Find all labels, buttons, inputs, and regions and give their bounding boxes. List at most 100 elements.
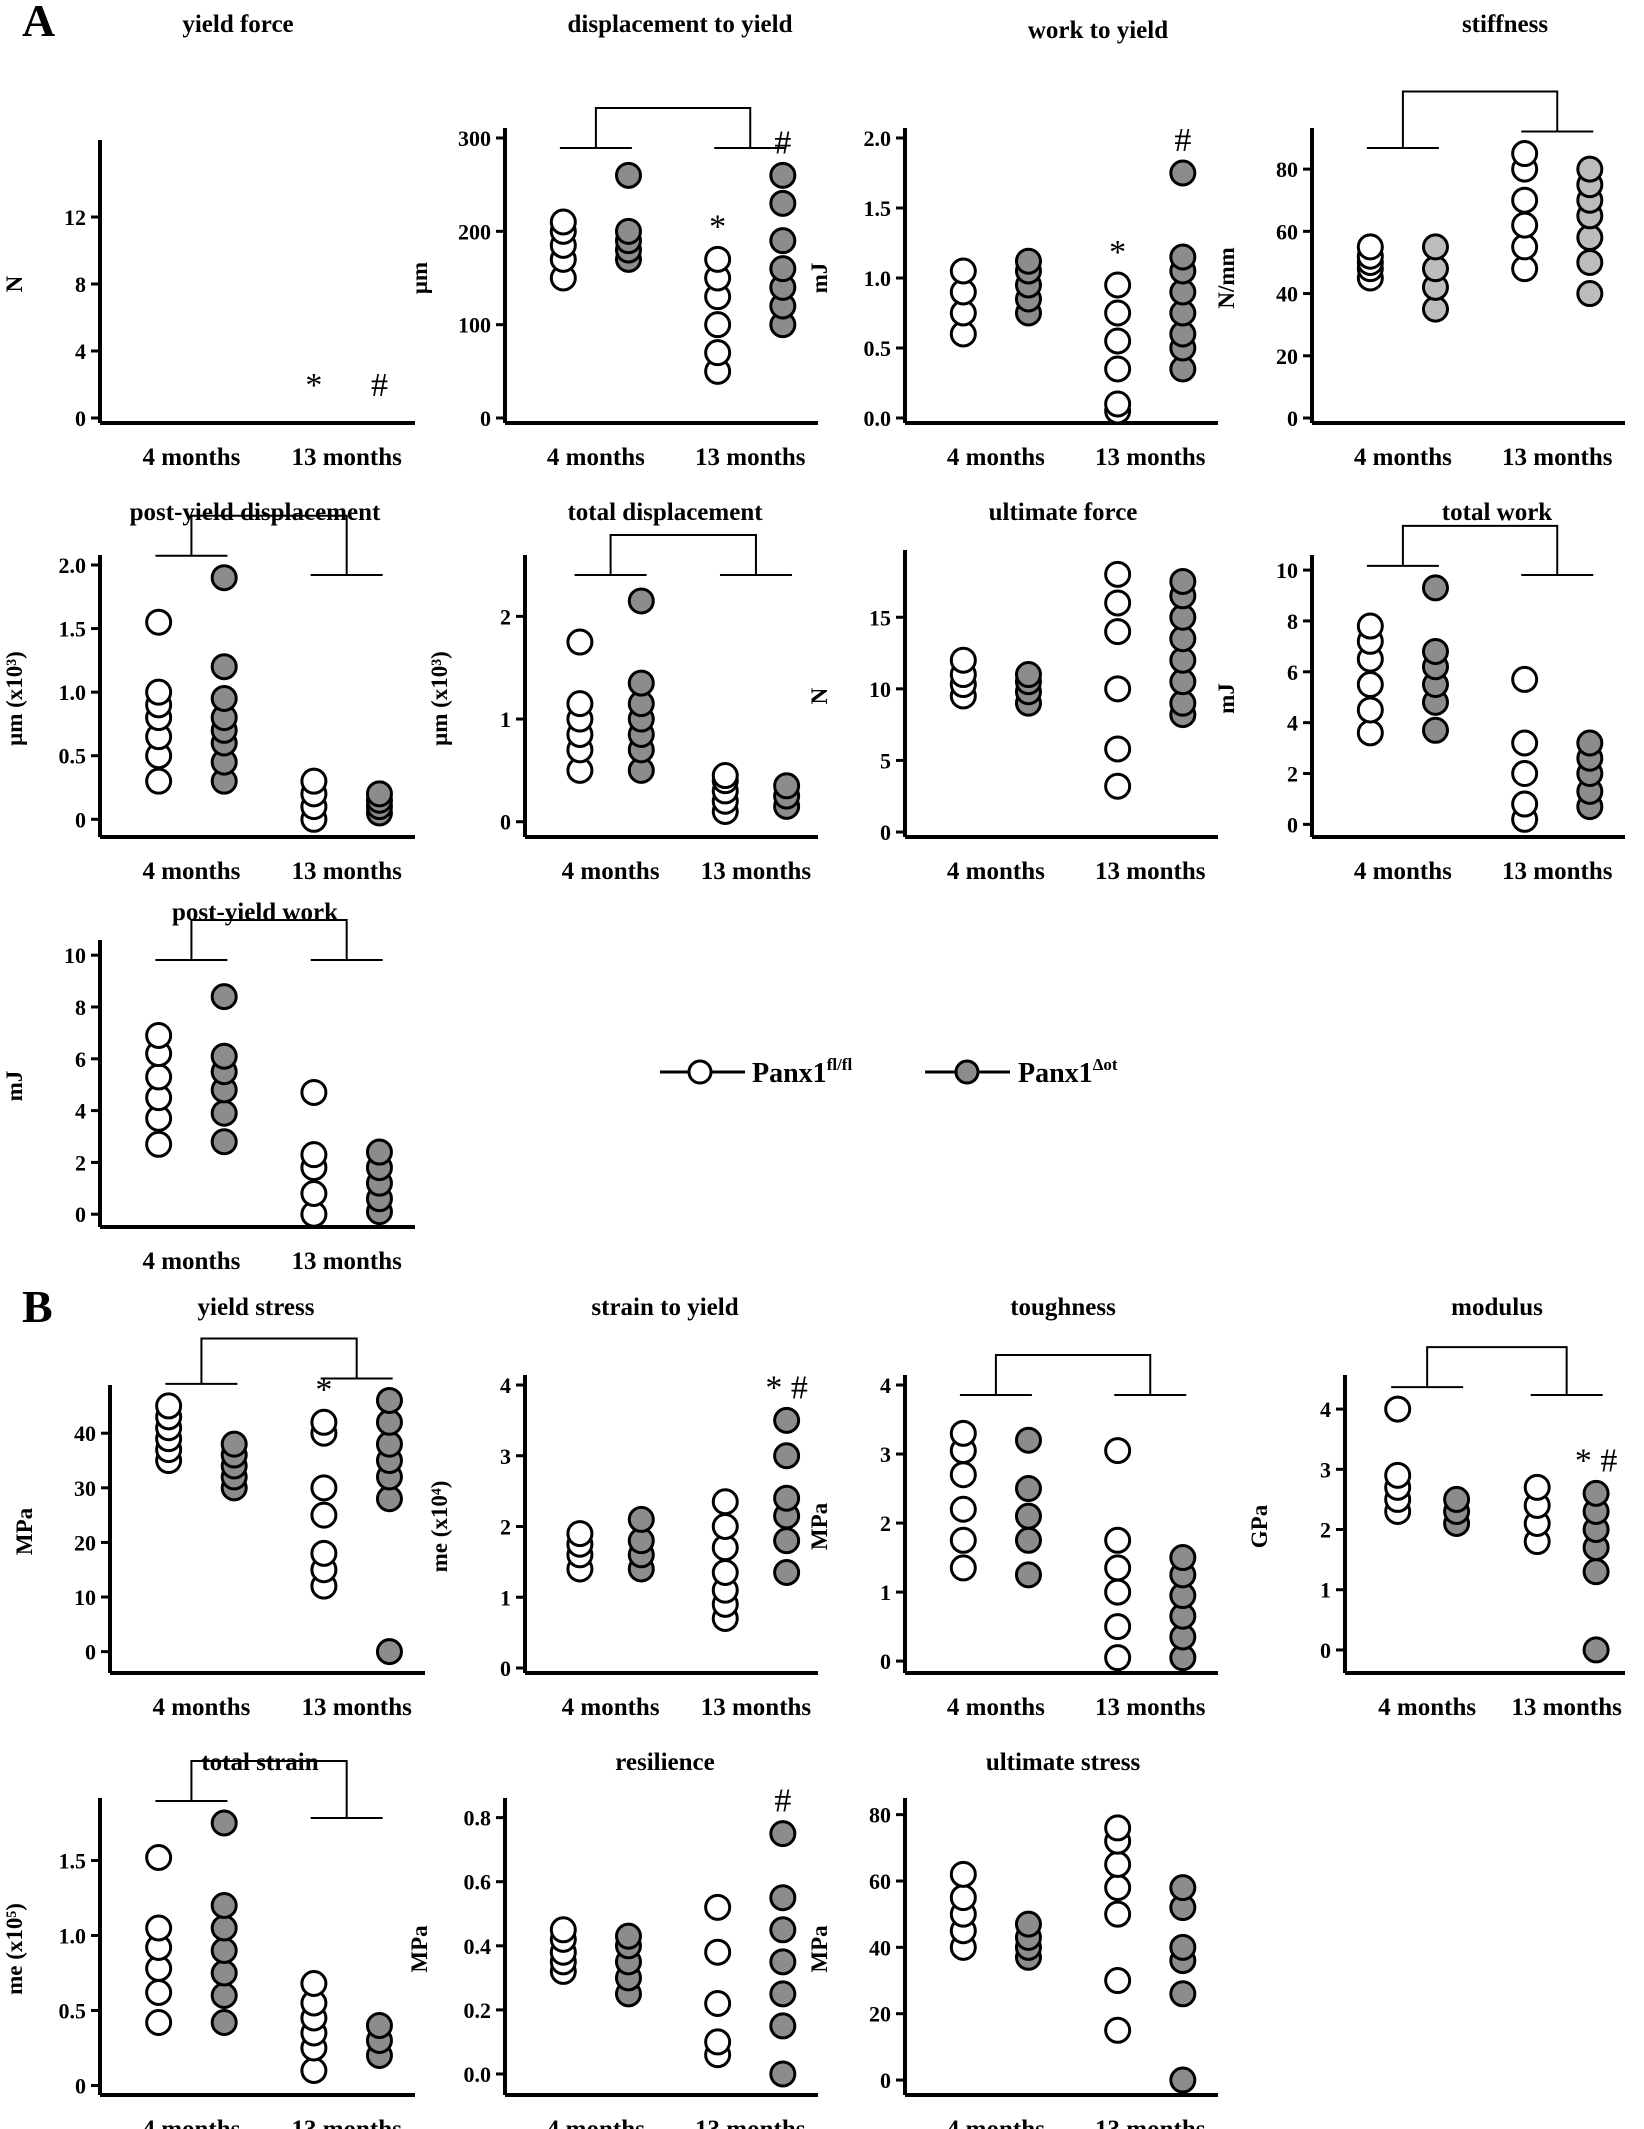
x-category-label: 4 months	[947, 444, 1045, 471]
significance-mark: *	[305, 367, 322, 404]
x-category-label: 13 months	[695, 2116, 806, 2129]
data-point-dot	[769, 161, 797, 189]
data-point-fl	[711, 1488, 739, 1516]
data-point-fl	[566, 1520, 594, 1548]
data-point-dot	[1014, 1502, 1042, 1530]
chart-title: ultimate stress	[986, 1749, 1141, 1776]
data-point-dot	[1576, 280, 1604, 308]
y-tick-label: 6	[1287, 660, 1298, 685]
data-point-fl	[145, 2009, 173, 2036]
data-point-fl	[1356, 612, 1384, 640]
data-point-dot	[769, 2060, 797, 2088]
y-axis-label: μm (x10³)	[2, 651, 27, 746]
data-point-dot	[769, 227, 797, 255]
data-point-fl	[1384, 1461, 1412, 1489]
y-tick-label: 12	[64, 205, 86, 230]
data-point-dot	[1169, 1933, 1197, 1961]
x-category-label: 13 months	[1095, 858, 1206, 885]
y-tick-label: 20	[869, 2002, 891, 2027]
data-point-fl	[145, 1844, 173, 1871]
data-point-dot	[1421, 233, 1449, 261]
significance-mark: * #	[1575, 1442, 1618, 1479]
y-tick-label: 0.2	[464, 1998, 492, 2023]
y-tick-label: 0	[75, 2074, 86, 2099]
data-point-dot	[627, 587, 655, 615]
y-tick-label: 0.0	[864, 406, 892, 431]
data-point-fl	[1511, 665, 1539, 693]
data-point-fl	[300, 1078, 328, 1106]
data-point-dot	[769, 2012, 797, 2040]
legend: Panx1fl/fl Panx1Δot	[660, 1055, 1118, 1089]
data-point-fl	[704, 245, 732, 273]
data-point-dot	[773, 1527, 801, 1555]
y-axis-label: GPa	[1247, 1504, 1272, 1548]
data-point-fl	[310, 1474, 338, 1502]
data-point-fl	[949, 1461, 977, 1489]
x-category-label: 4 months	[142, 1248, 240, 1275]
data-point-fl	[1104, 1900, 1132, 1928]
data-point-fl	[711, 762, 739, 790]
data-point-dot	[210, 564, 238, 592]
data-point-dot	[627, 1505, 655, 1533]
x-category-label: 13 months	[1511, 1694, 1622, 1721]
data-point-dot	[1014, 1526, 1042, 1554]
significance-mark: *	[1109, 234, 1126, 271]
data-point-fl	[1104, 560, 1132, 588]
data-point-fl	[711, 1513, 739, 1540]
y-tick-label: 2.0	[864, 126, 892, 151]
data-point-fl	[949, 646, 977, 674]
data-point-dot	[627, 669, 655, 697]
data-point-fl	[300, 1141, 328, 1169]
y-tick-label: 3	[500, 1444, 511, 1469]
data-point-fl	[1104, 589, 1132, 617]
x-category-label: 13 months	[1502, 858, 1613, 885]
chart-title: ultimate force	[989, 499, 1138, 526]
y-tick-label: 1.5	[864, 196, 892, 221]
y-axis-label: μm	[407, 262, 432, 294]
data-point-fl	[1104, 1613, 1132, 1641]
data-point-fl	[1511, 760, 1539, 788]
data-point-fl	[711, 1558, 739, 1586]
data-point-fl	[1104, 1967, 1132, 1995]
y-tick-label: 40	[74, 1421, 96, 1446]
y-tick-label: 3	[880, 1442, 891, 1467]
data-point-fl	[1104, 1526, 1132, 1554]
x-category-label: 13 months	[291, 2116, 402, 2129]
data-point-fl	[310, 1408, 338, 1436]
data-point-dot	[210, 1128, 238, 1156]
legend-fl-main: Panx1	[752, 1058, 827, 1089]
y-axis-label: μm (x10³)	[427, 651, 452, 746]
data-point-dot	[1421, 574, 1449, 602]
y-tick-label: 0	[880, 820, 891, 845]
data-point-dot	[1014, 1475, 1042, 1503]
y-axis-label: MPa	[407, 1925, 432, 1973]
y-axis-label: me (x10⁴)	[427, 1481, 452, 1573]
bracket-line	[1426, 1346, 1568, 1395]
y-axis-label: mJ	[807, 263, 832, 294]
y-tick-label: 1.5	[59, 617, 87, 642]
y-tick-label: 0.5	[864, 336, 892, 361]
data-point-fl	[145, 1021, 173, 1049]
data-point-fl	[949, 1554, 977, 1582]
y-tick-label: 2	[500, 604, 511, 629]
x-category-label: 4 months	[547, 2116, 645, 2129]
data-point-dot	[769, 1884, 797, 1912]
y-tick-label: 1	[500, 707, 511, 732]
data-point-fl	[1104, 390, 1132, 418]
y-tick-label: 10	[74, 1585, 96, 1610]
data-point-dot	[769, 1980, 797, 2008]
data-point-dot	[614, 1922, 642, 1950]
data-point-fl	[1104, 299, 1132, 327]
significance-mark: #	[774, 124, 791, 161]
data-point-fl	[704, 1938, 732, 1966]
data-point-fl	[1104, 675, 1132, 703]
